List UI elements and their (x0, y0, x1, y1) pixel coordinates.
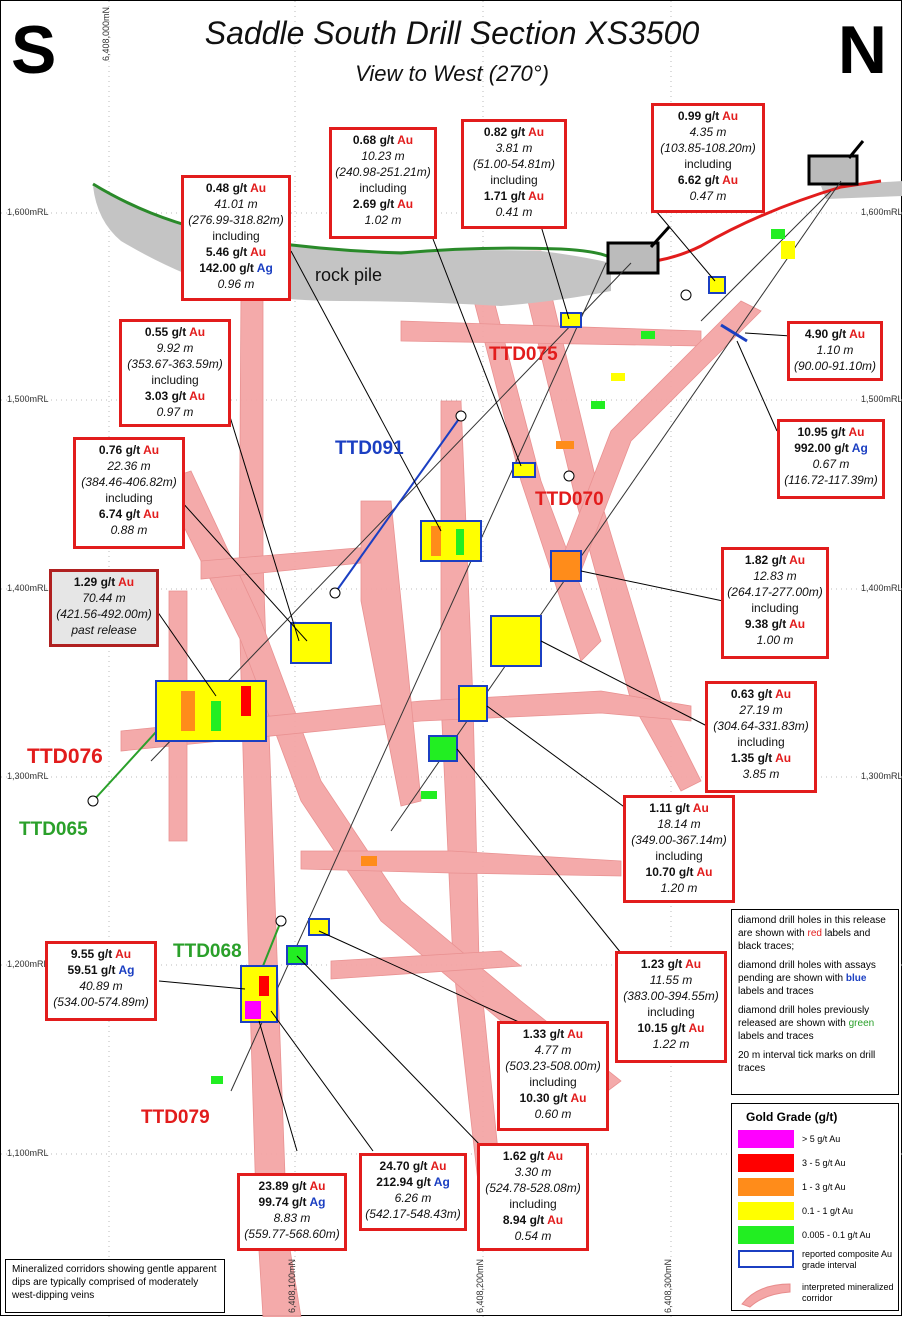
page-title: Saddle South Drill Section XS3500 (204, 15, 700, 51)
intercept-box: 0.99 g/t Au 4.35 m (103.85-108.20m) incl… (651, 103, 765, 213)
hole-label-ttd079: TTD079 (141, 1107, 210, 1128)
rl-label: 1,300mRL (861, 771, 902, 781)
intercept-box: 0.55 g/t Au 9.92 m (353.67-363.59m) incl… (119, 319, 231, 427)
drill-traces (150, 180, 842, 1092)
rl-label: 1,300mRL (7, 771, 49, 781)
intercept-box: 4.90 g/t Au 1.10 m (90.00-91.10m) (787, 321, 883, 381)
page-subtitle: View to West (270°) (355, 61, 549, 86)
hole-label-ttd091: TTD091 (335, 438, 404, 459)
intercept-box: 10.95 g/t Au 992.00 g/t Ag 0.67 m (116.7… (777, 419, 885, 499)
legend-title: Gold Grade (g/t) (746, 1110, 838, 1124)
rl-label: 1,500mRL (7, 394, 49, 404)
drill-hole-notes: diamond drill holes in this release are … (731, 909, 899, 1095)
intercept-box-past-release: 1.29 g/t Au 70.44 m (421.56-492.00m) pas… (49, 569, 159, 647)
grade-intervals (155, 229, 795, 1084)
hole-label-ttd076: TTD076 (27, 745, 103, 768)
intercept-box: 0.48 g/t Au 41.01 m (276.99-318.82m) inc… (181, 175, 291, 301)
intercept-box: 23.89 g/t Au 99.74 g/t Ag 8.83 m (559.77… (237, 1173, 347, 1251)
northing-label: 6,408,300mN (663, 1258, 673, 1313)
rock-pile-label: rock pile (315, 265, 383, 285)
rl-label: 1,200mRL (7, 959, 49, 969)
hole-label-ttd065: TTD065 (19, 819, 88, 840)
intercept-box: 0.76 g/t Au 22.36 m (384.46-406.82m) inc… (73, 437, 185, 549)
intercept-box: 1.62 g/t Au 3.30 m (524.78-528.08m) incl… (477, 1143, 589, 1251)
trace-ttd091 (334, 415, 462, 594)
south-direction: S (11, 12, 57, 88)
rl-label: 1,400mRL (7, 583, 49, 593)
topography-green (92, 182, 614, 261)
leader-lines (156, 210, 792, 1152)
rl-label: 1,500mRL (861, 394, 902, 404)
intercept-box: 0.68 g/t Au 10.23 m (240.98-251.21m) inc… (329, 127, 437, 239)
intercept-box: 0.63 g/t Au 27.19 m (304.64-331.83m) inc… (705, 681, 817, 793)
intercept-box: 1.33 g/t Au 4.77 m (503.23-508.00m) incl… (497, 1021, 609, 1131)
northing-label: 6,408,000mN (101, 6, 111, 61)
corridor-note: Mineralized corridors showing gentle app… (5, 1259, 225, 1313)
intercept-box: 24.70 g/t Au 212.94 g/t Ag 6.26 m (542.1… (359, 1153, 467, 1231)
intercept-box: 1.23 g/t Au 11.55 m (383.00-394.55m) inc… (615, 951, 727, 1063)
rl-label: 1,400mRL (861, 583, 902, 593)
northing-label: 6,408,100mN (287, 1258, 297, 1313)
rl-label: 1,600mRL (7, 207, 49, 217)
intercept-box: 9.55 g/t Au 59.51 g/t Ag 40.89 m (534.00… (45, 941, 157, 1021)
north-direction: N (837, 12, 887, 88)
gold-grade-legend: Gold Grade (g/t) > 5 g/t Au 3 - 5 g/t Au… (731, 1103, 899, 1311)
rl-label: 1,100mRL (7, 1148, 49, 1158)
intercept-box: 1.11 g/t Au 18.14 m (349.00-367.14m) inc… (623, 795, 735, 903)
hole-label-ttd075: TTD075 (489, 344, 558, 365)
intercept-box: 0.82 g/t Au 3.81 m (51.00-54.81m) includ… (461, 119, 567, 229)
rl-label: 1,600mRL (861, 207, 902, 217)
intercept-box: 1.82 g/t Au 12.83 m (264.17-277.00m) inc… (721, 547, 829, 659)
hole-label-ttd068: TTD068 (173, 941, 242, 962)
northing-label: 6,408,200mN (475, 1258, 485, 1313)
hole-label-ttd070: TTD070 (535, 489, 604, 510)
mineralized-corridors (120, 250, 762, 1317)
